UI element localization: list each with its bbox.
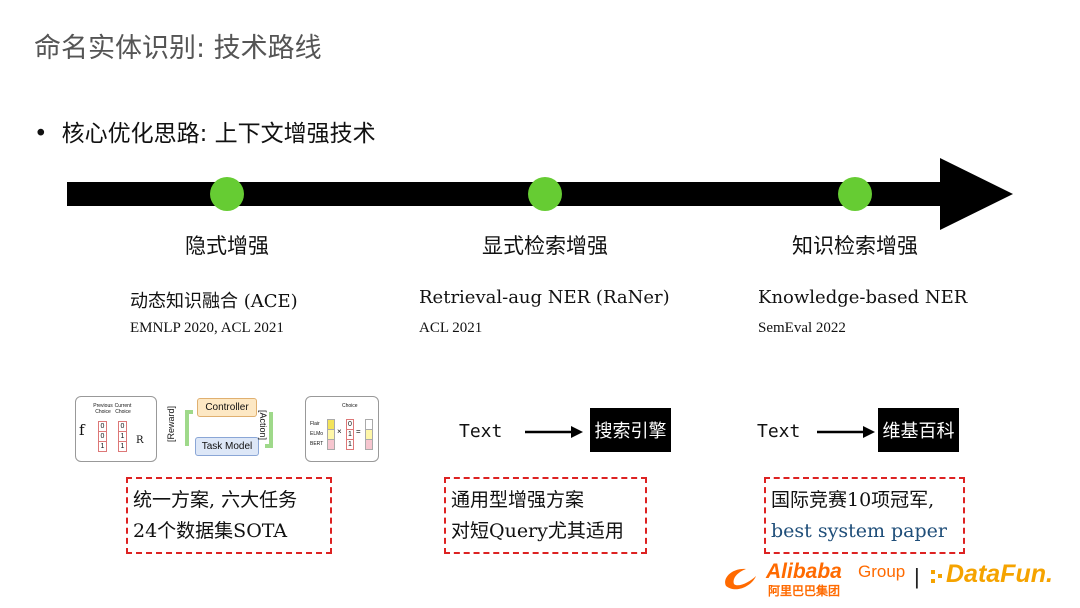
raner-input-text: Text [459, 421, 503, 442]
result-vector [365, 419, 373, 450]
milestone-dot-implicit [210, 177, 244, 211]
controller-box: Controller [197, 398, 257, 417]
equals-symbol: = [356, 427, 361, 436]
timeline-arrowhead [940, 158, 1013, 230]
summary-knowledge-line2: best system paper [771, 520, 947, 542]
timeline-bar [67, 182, 947, 206]
current-choice-column: 0 1 1 [118, 421, 127, 452]
summary-raner-line1: 通用型增强方案 [451, 489, 585, 511]
raner-arrow-icon [525, 426, 583, 438]
heading-explicit-retrieval: 显式检索增强 [482, 234, 608, 258]
alibaba-logo-icon [725, 568, 756, 590]
footer-logos: Alibaba Group 阿里巴巴集团 | DataFun. [720, 560, 1070, 600]
logo-separator: | [914, 564, 920, 589]
summary-box-raner: 通用型增强方案 对短Query尤其适用 [444, 477, 647, 554]
datafun-sparkle-icon [931, 570, 942, 583]
milestone-dot-retrieval [528, 177, 562, 211]
reward-label: [Reward] [166, 405, 176, 442]
summary-knowledge-line1: 国际竞赛10项冠军, [771, 489, 935, 511]
previous-choice-column: 0 0 1 [98, 421, 107, 452]
summary-box-ace: 统一方案, 六大任务 24个数据集SOTA [126, 477, 332, 554]
alibaba-chinese-text: 阿里巴巴集团 [768, 584, 841, 598]
function-f-label: f [79, 421, 85, 439]
times-symbol: × [337, 427, 342, 436]
venue-ace: EMNLP 2020, ACL 2021 [130, 320, 284, 336]
alibaba-logo-text: Alibaba [766, 560, 842, 583]
venue-knowledge-ner: SemEval 2022 [758, 320, 846, 336]
embedding-labels: Flair ELMo BERT [310, 421, 324, 447]
heading-implicit-enhancement: 隐式增强 [185, 234, 269, 258]
bullet-point: • 核心优化思路: 上下文增强技术 [34, 114, 376, 148]
datafun-logo-text: DataFun. [946, 560, 1053, 588]
method-ace: 动态知识融合 (ACE) [130, 291, 298, 312]
alibaba-group-text: Group [858, 562, 906, 581]
method-knowledge-ner: Knowledge-based NER [758, 287, 968, 308]
heading-knowledge-retrieval: 知识检索增强 [792, 234, 918, 258]
summary-ace-line2: 24个数据集SOTA [133, 520, 288, 542]
summary-ace-line1: 统一方案, 六大任务 [133, 489, 298, 511]
reward-r-label: R [136, 435, 144, 446]
controller-loop-arrows [185, 410, 273, 448]
summary-raner-line2: 对短Query尤其适用 [451, 520, 624, 542]
bullet-dot: • [34, 121, 48, 147]
knowledge-input-text: Text [757, 421, 801, 442]
search-engine-box: 搜索引擎 [590, 408, 671, 452]
choice-header: Choice [342, 403, 358, 409]
embedding-vectors [327, 419, 335, 450]
method-raner: Retrieval-aug NER (RaNer) [419, 287, 670, 308]
milestone-dot-knowledge [838, 177, 872, 211]
knowledge-arrow-icon [817, 426, 875, 438]
task-model-box: Task Model [195, 437, 259, 456]
ace-embedding-panel: Choice Flair ELMo BERT × 0 1 1 = [305, 396, 379, 462]
bullet-text: 核心优化思路: 上下文增强技术 [61, 121, 376, 147]
timeline-arrow [67, 158, 1013, 230]
mask-vector: 0 1 1 [346, 419, 354, 450]
venue-raner: ACL 2021 [419, 320, 483, 336]
slide-title: 命名实体识别: 技术路线 [34, 33, 322, 64]
summary-box-knowledge: 国际竞赛10项冠军, best system paper [764, 477, 965, 554]
action-label: [Action] [258, 410, 268, 441]
wikipedia-box: 维基百科 [878, 408, 959, 452]
